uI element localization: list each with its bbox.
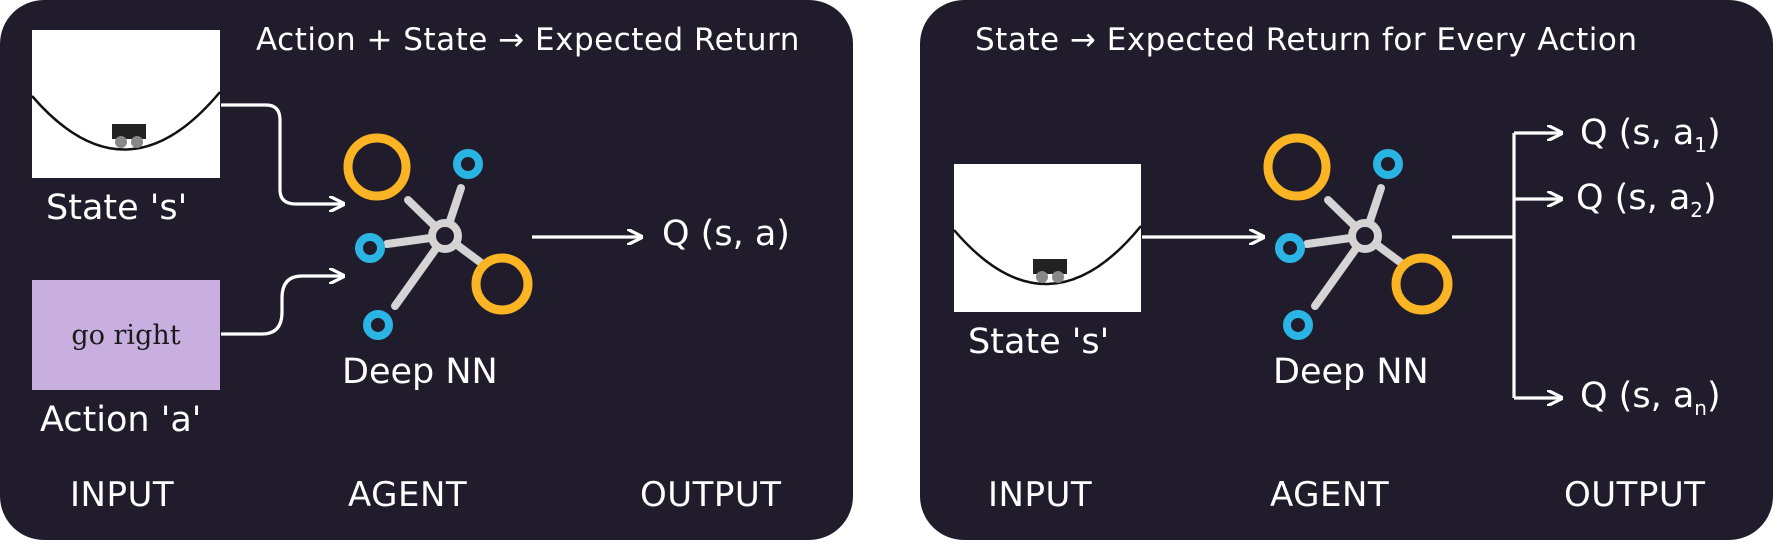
- footer-input: INPUT: [70, 475, 175, 515]
- action-to-agent-arrow: [221, 276, 342, 336]
- action-box: go right: [32, 280, 220, 390]
- q-output: Q (s, a): [662, 214, 790, 254]
- left-diagram-graphics: [31, 30, 853, 340]
- neural-network-icon: [343, 133, 533, 340]
- output-branch-arrows: [1452, 133, 1560, 398]
- action-text: go right: [71, 319, 181, 351]
- state-image: [31, 30, 221, 178]
- action-caption: Action 'a': [40, 400, 202, 440]
- footer-agent: AGENT: [348, 475, 468, 515]
- state-image: [953, 164, 1142, 312]
- right-diagram-graphics: [953, 0, 1773, 540]
- footer-agent: AGENT: [1270, 475, 1390, 515]
- q-output-n: Q (s, an): [1580, 376, 1721, 420]
- cart-on-hill-icon: [953, 225, 1142, 286]
- agent-caption: Deep NN: [1273, 352, 1429, 392]
- q-output-2: Q (s, a2): [1576, 178, 1717, 222]
- cart-on-hill-icon: [31, 91, 221, 151]
- panel-state-only: State → Expected Return for Every Action…: [920, 0, 1773, 540]
- agent-caption: Deep NN: [342, 352, 498, 392]
- footer-input: INPUT: [988, 475, 1093, 515]
- panel-action-state: Action + State → Expected Return State '…: [0, 0, 853, 540]
- state-to-agent-arrow: [221, 103, 342, 204]
- q-output-1: Q (s, a1): [1580, 113, 1721, 157]
- footer-output: OUTPUT: [1564, 475, 1706, 515]
- footer-output: OUTPUT: [640, 475, 782, 515]
- neural-network-icon: [1263, 133, 1453, 340]
- right-title: State → Expected Return for Every Action: [975, 22, 1638, 58]
- state-caption: State 's': [968, 322, 1110, 362]
- state-caption: State 's': [46, 188, 188, 228]
- left-title: Action + State → Expected Return: [256, 22, 800, 58]
